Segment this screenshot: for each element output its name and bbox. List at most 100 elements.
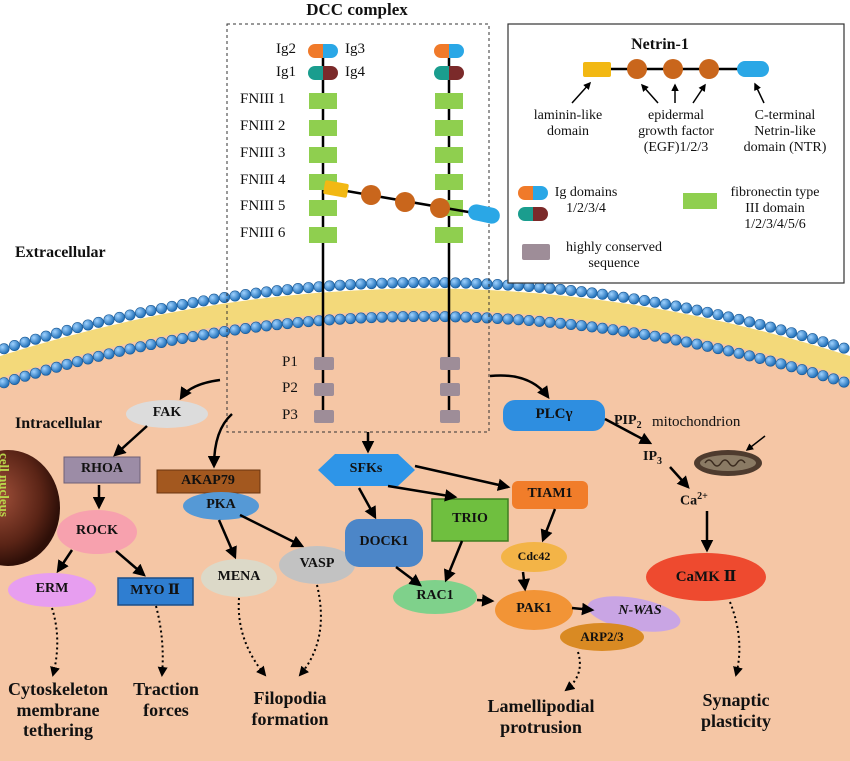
lipid-head <box>9 339 20 351</box>
lipid-head <box>219 292 231 304</box>
lipid-head <box>481 312 493 324</box>
fn5-label: FNIII 5 <box>240 198 286 214</box>
lipid-head <box>40 364 52 376</box>
pka-label: PKA <box>206 497 236 512</box>
lipid-head <box>502 313 514 325</box>
ig-domains-right <box>434 44 464 80</box>
lipid-head <box>302 282 314 294</box>
lipid-head <box>775 324 787 336</box>
legend-swatches <box>518 186 717 260</box>
lipid-head <box>19 336 31 348</box>
lipid-head <box>135 341 147 353</box>
lipid-head <box>0 377 10 389</box>
lipid-head <box>491 278 503 290</box>
lipid-head <box>628 293 640 305</box>
lipid-head <box>743 316 755 328</box>
lipid-head <box>838 376 850 388</box>
pka-node <box>183 492 259 520</box>
lipid-head <box>250 321 262 333</box>
lipid-head <box>470 277 482 289</box>
lipid-head <box>334 279 346 291</box>
lipid-head <box>93 350 105 362</box>
legend-netrin-title: Netrin-1 <box>631 36 689 53</box>
lipid-head <box>240 323 252 335</box>
lipid-head <box>533 315 545 327</box>
pak1-label: PAK1 <box>516 601 552 616</box>
lipid-head <box>198 295 210 307</box>
lipid-head <box>9 373 20 385</box>
lipid-head <box>722 311 734 323</box>
lipid-head <box>93 316 105 328</box>
lipid-head <box>701 340 713 352</box>
lipid-head <box>166 300 178 312</box>
lipid-head <box>334 313 346 325</box>
lipid-head <box>281 284 293 296</box>
p2-label: P2 <box>282 380 298 396</box>
lipid-head <box>124 343 136 355</box>
dock1-node <box>345 519 423 567</box>
lipid-head <box>512 314 524 326</box>
pak1-node <box>495 590 573 630</box>
lipid-head <box>124 309 136 321</box>
lipid-head <box>50 327 62 339</box>
lipid-head <box>240 289 252 301</box>
lipid-head <box>670 334 682 346</box>
rock-node <box>57 510 137 554</box>
cdc42-label: Cdc42 <box>517 549 551 563</box>
lipid-head <box>544 282 556 294</box>
trio-label: TRIO <box>452 511 488 526</box>
lipid-head <box>659 298 671 310</box>
membrane-core <box>0 288 850 378</box>
ig2-label: Ig2 <box>276 41 296 57</box>
cytoplasm <box>0 303 850 761</box>
lipid-head <box>72 322 84 334</box>
lipid-head <box>229 324 241 336</box>
erm-node <box>8 573 96 607</box>
lipid-head <box>355 278 367 290</box>
lipid-head <box>607 324 619 336</box>
mitochondrion <box>694 450 762 476</box>
myo-node <box>117 577 194 606</box>
fn1-label: FNIII 1 <box>240 91 286 107</box>
sfks-node <box>318 454 415 486</box>
vasp-node <box>279 546 355 584</box>
mena-node <box>201 559 277 597</box>
lipid-head <box>250 287 262 299</box>
lipid-head <box>50 361 62 373</box>
mitochondrion-label: mitochondrion <box>652 414 741 430</box>
lipid-head <box>659 332 671 344</box>
lipid-head <box>292 317 304 329</box>
lipid-head <box>376 311 388 323</box>
lipid-head <box>103 314 115 326</box>
nwas-label: N-WAS <box>618 603 662 618</box>
extracellular-label: Extracellular <box>15 244 106 261</box>
lipid-head <box>796 330 808 342</box>
lipid-head <box>187 297 199 309</box>
lipid-head <box>428 311 440 323</box>
lipid-head <box>806 367 818 379</box>
lipid-head <box>135 307 147 319</box>
lipid-head <box>177 298 189 310</box>
lipid-head <box>260 286 272 298</box>
camk-node <box>646 553 766 601</box>
p3-label: P3 <box>282 407 298 423</box>
lipid-head <box>733 313 745 325</box>
lipid-head <box>82 353 94 365</box>
plc-label: PLCγ <box>535 406 573 422</box>
lipid-head <box>722 345 734 357</box>
lipid-head <box>292 283 304 295</box>
myo-label: MYO Ⅱ <box>130 583 180 598</box>
lipid-head <box>785 361 797 373</box>
conserved-sequences <box>314 357 460 423</box>
dcc-box <box>226 23 490 433</box>
lipid-head <box>460 277 472 289</box>
lipid-head <box>166 334 178 346</box>
lipid-head <box>114 345 126 357</box>
lipid-head <box>271 319 283 331</box>
lipid-head <box>407 277 419 289</box>
lipid-head <box>806 333 818 345</box>
lipid-head <box>533 281 545 293</box>
pak1-nwas-arrow <box>571 602 595 616</box>
lipid-head <box>114 311 126 323</box>
